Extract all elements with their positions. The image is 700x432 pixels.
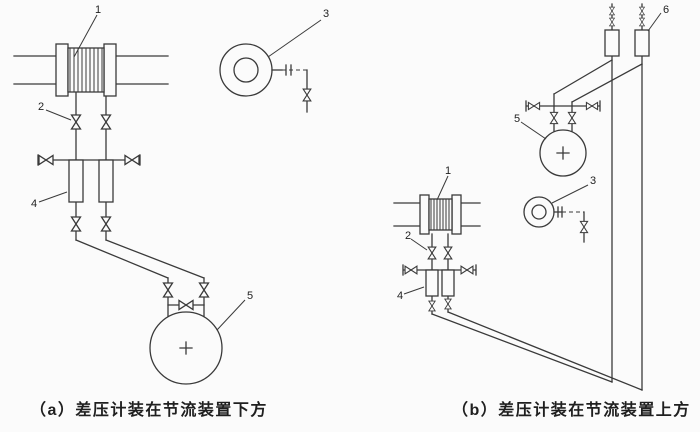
orifice-hatch xyxy=(69,48,103,92)
caption-a: （a）差压计装在节流装置下方 xyxy=(30,402,268,419)
leader-line xyxy=(436,175,449,201)
valve-icon xyxy=(124,154,140,166)
condensate-pot xyxy=(441,269,455,297)
valve-icon xyxy=(460,265,474,275)
gas-collector-pot xyxy=(634,29,650,57)
leader-line xyxy=(38,191,68,203)
valve-icon xyxy=(198,282,210,298)
part-label-2b: 2 xyxy=(405,230,411,242)
dp-gauge-a xyxy=(149,311,223,385)
valve-icon xyxy=(100,114,112,130)
part-label-5a: 5 xyxy=(247,290,253,302)
valve-icon xyxy=(527,101,541,111)
condensate-pot xyxy=(68,159,84,203)
leader-line xyxy=(520,121,547,140)
valve-icon xyxy=(427,246,437,260)
gauge-center-cross xyxy=(556,146,570,160)
part-label-2a: 2 xyxy=(38,101,44,113)
gas-collector-pot xyxy=(604,29,620,57)
leader-line xyxy=(267,19,322,58)
valve-icon xyxy=(444,298,452,310)
leader-line xyxy=(551,184,589,204)
valve-icon xyxy=(579,220,589,234)
diagram-a: 1 2 3 4 5 xyxy=(13,4,329,385)
equalizer-valve-icon xyxy=(178,299,194,311)
part-label-4b: 4 xyxy=(397,290,403,302)
valve-icon xyxy=(70,114,82,130)
condensate-pot xyxy=(98,159,114,203)
flange xyxy=(419,194,430,235)
pressure-gauge-inner-circle xyxy=(233,57,259,83)
throttling-device-b xyxy=(419,194,462,235)
flange xyxy=(103,43,117,97)
leader-line xyxy=(403,286,425,295)
valve-icon xyxy=(38,154,54,166)
leader-line xyxy=(410,238,428,251)
vent-valve-icon xyxy=(609,17,615,27)
leader-line xyxy=(45,109,72,121)
condensate-pot xyxy=(425,269,439,297)
part-labels-b: 1 2 3 4 5 6 xyxy=(397,4,669,302)
pressure-gauge-a xyxy=(219,43,312,113)
part-label-6b: 6 xyxy=(663,4,669,16)
part-label-1b: 1 xyxy=(445,165,451,177)
leader-line xyxy=(647,12,662,32)
valve-icon xyxy=(428,300,436,312)
valve-icon xyxy=(302,88,312,102)
valve-icon xyxy=(100,216,112,232)
impulse-lines-b xyxy=(393,3,643,391)
part-label-5b: 5 xyxy=(514,113,520,125)
valve-icon xyxy=(443,246,453,260)
valve-icon xyxy=(567,111,577,125)
valve-icon xyxy=(549,111,559,125)
valve-icon xyxy=(404,265,418,275)
flange xyxy=(451,194,462,235)
pressure-gauge-inner-circle xyxy=(531,204,547,220)
part-label-1a: 1 xyxy=(95,4,101,16)
caption-b: （b）差压计装在节流装置上方 xyxy=(452,402,691,419)
valve-icon xyxy=(162,282,174,298)
part-label-4a: 4 xyxy=(31,198,37,210)
flange xyxy=(55,43,69,97)
vent-valve-icon xyxy=(639,6,645,16)
leader-line xyxy=(216,299,246,331)
valve-icon xyxy=(585,101,599,111)
part-label-3b: 3 xyxy=(590,175,596,187)
leader-line xyxy=(73,14,98,58)
part-labels-a: 1 2 3 4 5 xyxy=(31,4,329,331)
dp-gauge-b xyxy=(539,129,587,177)
part-label-3a: 3 xyxy=(323,8,329,20)
pressure-gauge-b xyxy=(523,196,589,243)
diagram-b: 1 2 3 4 5 6 xyxy=(393,3,669,391)
gauge-center-cross xyxy=(179,341,193,355)
orifice-hatch xyxy=(430,199,450,230)
throttling-device-a xyxy=(55,43,117,97)
valve-icon xyxy=(70,216,82,232)
vent-valve-icon xyxy=(639,17,645,27)
vent-valve-icon xyxy=(609,6,615,16)
